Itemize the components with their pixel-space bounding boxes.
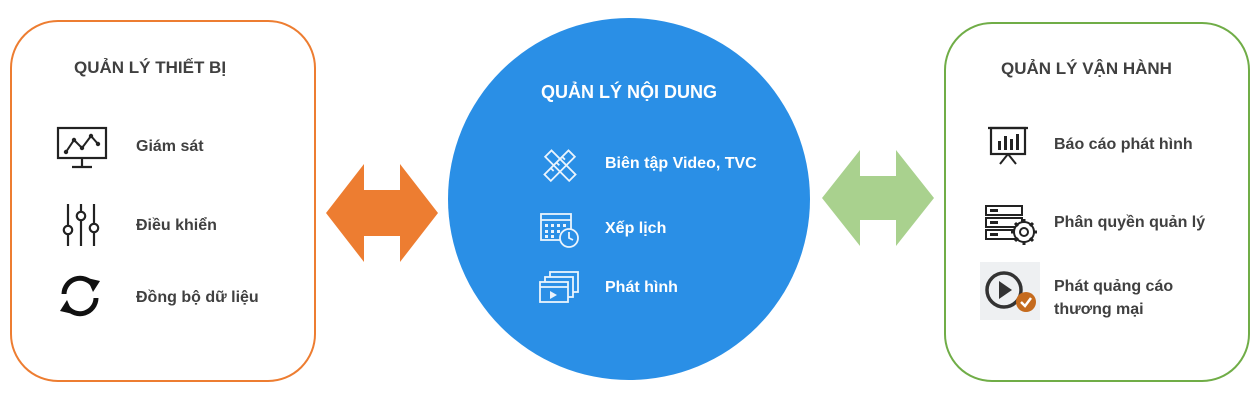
list-item-commercial-ads: Phát quảng cáo thương mại	[946, 262, 1248, 326]
device-management-title: QUẢN LÝ THIẾT BỊ	[74, 58, 227, 77]
scheduling-label: Xếp lịch	[605, 220, 667, 237]
right-double-arrow	[822, 150, 934, 246]
commercial-ads-label-line2: thương mại	[1054, 301, 1144, 318]
monitoring-label: Giám sát	[136, 138, 204, 155]
server-gear-icon	[985, 205, 1037, 245]
access-control-label: Phân quyền quản lý	[1054, 214, 1206, 231]
left-double-arrow	[326, 164, 438, 262]
list-item-monitoring: Giám sát	[12, 122, 314, 182]
operation-management-panel: QUẢN LÝ VẬN HÀNH Báo cáo phát hình	[944, 22, 1250, 382]
list-item-sync: Đồng bộ dữ liệu	[12, 272, 314, 332]
content-management-circle: QUẢN LÝ NỘI DUNG Biên tập Video, TVC	[448, 18, 810, 380]
calendar-clock-icon	[540, 213, 579, 248]
operation-management-title: QUẢN LÝ VẬN HÀNH	[1001, 59, 1172, 78]
control-label: Điều khiển	[136, 217, 217, 234]
list-item-video-editing: Biên tập Video, TVC	[448, 144, 810, 204]
sliders-icon	[62, 204, 100, 246]
video-editing-label: Biên tập Video, TVC	[605, 155, 757, 172]
list-item-broadcast: Phát hình	[448, 266, 810, 326]
list-item-access-control: Phân quyền quản lý	[946, 200, 1248, 260]
presentation-chart-icon	[988, 126, 1028, 165]
broadcast-report-label: Báo cáo phát hình	[1054, 136, 1193, 153]
monitor-chart-icon	[56, 126, 108, 169]
list-item-scheduling: Xếp lịch	[448, 208, 810, 268]
list-item-control: Điều khiển	[12, 200, 314, 260]
video-stack-icon	[539, 271, 579, 303]
device-management-panel: QUẢN LÝ THIẾT BỊ Giám sát Điều khiển	[10, 20, 316, 382]
content-management-title: QUẢN LÝ NỘI DUNG	[540, 82, 717, 102]
play-check-icon	[980, 262, 1040, 320]
sync-icon	[60, 275, 100, 317]
sync-label: Đồng bộ dữ liệu	[136, 289, 259, 306]
list-item-broadcast-report: Báo cáo phát hình	[946, 122, 1248, 182]
broadcast-label: Phát hình	[605, 279, 678, 296]
commercial-ads-label-line1: Phát quảng cáo	[1054, 278, 1174, 295]
edit-tools-icon	[543, 149, 577, 183]
